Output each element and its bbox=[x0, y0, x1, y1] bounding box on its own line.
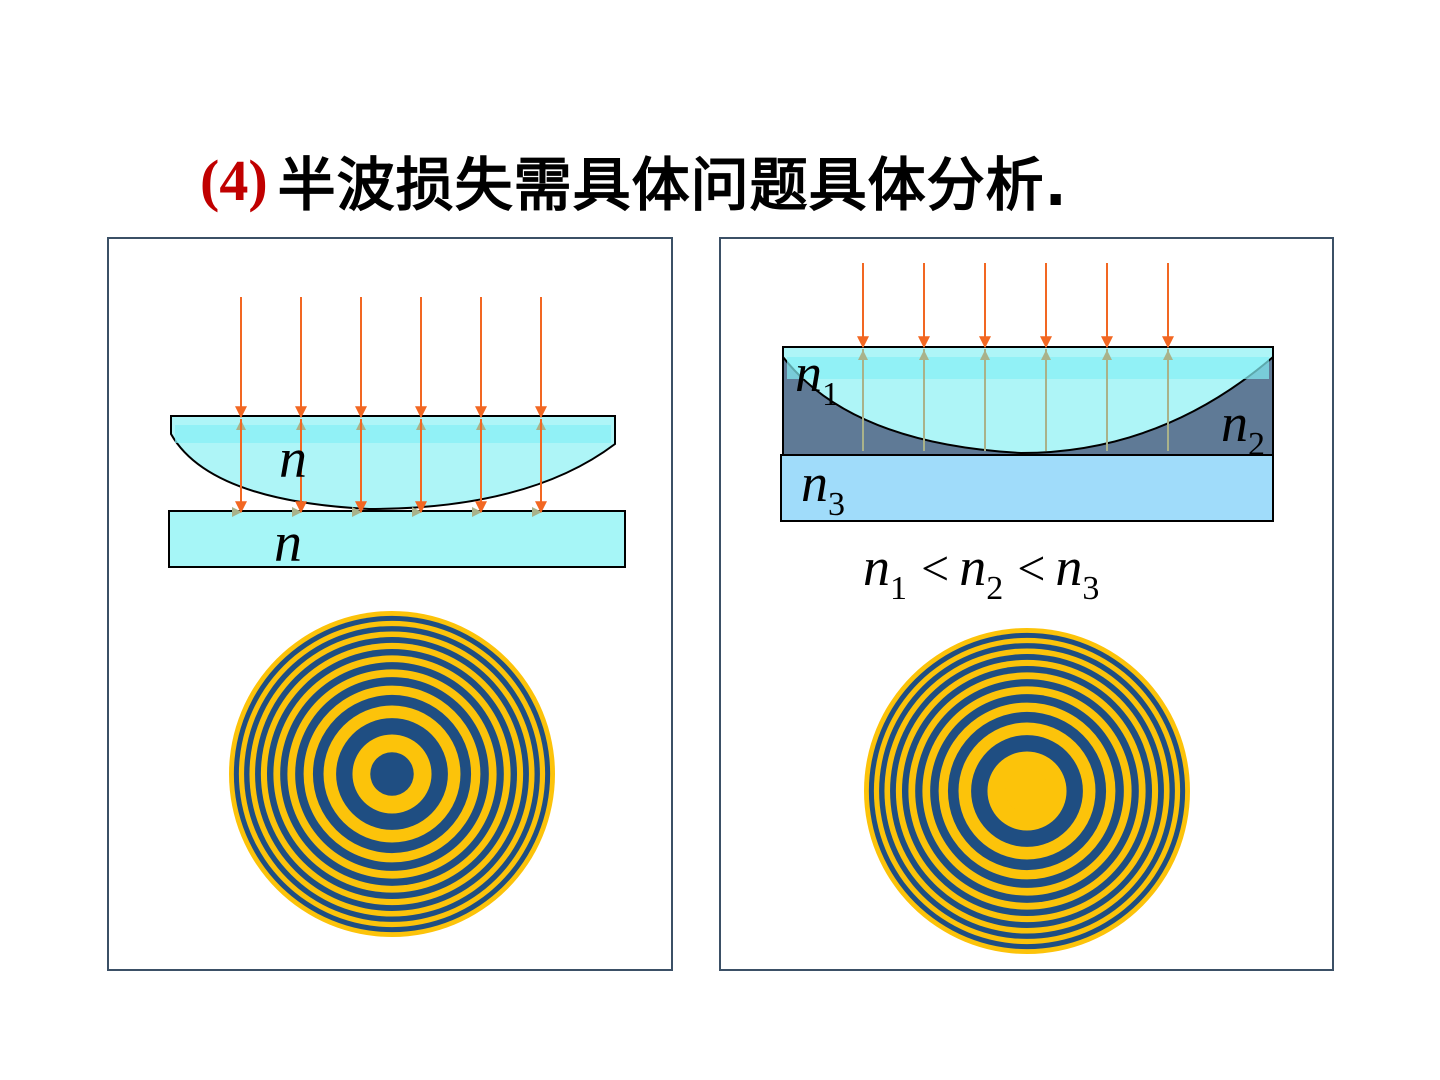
right-diagram-panel: n1 n2 n3 n1<n2<n3 bbox=[719, 237, 1334, 971]
glass-plate bbox=[780, 454, 1274, 522]
glass-plate bbox=[168, 510, 626, 568]
plate-label-n3: n3 bbox=[801, 453, 845, 523]
right-diagram: n1 n2 n3 n1<n2<n3 bbox=[780, 263, 1274, 954]
left-diagram: n n bbox=[168, 297, 626, 937]
title-number: (4) bbox=[200, 147, 268, 213]
lens-highlight bbox=[787, 357, 1269, 379]
index-relation: n1<n2<n3 bbox=[863, 537, 1099, 607]
lens-label-n1: n1 bbox=[795, 343, 839, 413]
lens-highlight bbox=[175, 425, 611, 443]
slide-title: (4) 半波损失需具体问题具体分析. bbox=[200, 140, 1068, 220]
incident-rays bbox=[857, 263, 1174, 451]
center-spot bbox=[1005, 769, 1049, 813]
left-diagram-panel: n n bbox=[107, 237, 673, 971]
plate-label: n bbox=[274, 512, 302, 574]
newton-rings-dark-center bbox=[229, 611, 555, 937]
lens-label: n bbox=[279, 428, 307, 490]
gap-label-n2: n2 bbox=[1221, 393, 1265, 463]
newton-rings-bright-center bbox=[864, 628, 1190, 954]
incident-rays bbox=[235, 297, 547, 514]
title-text: 半波损失需具体问题具体分析. bbox=[277, 151, 1068, 219]
center-spot bbox=[370, 752, 414, 796]
